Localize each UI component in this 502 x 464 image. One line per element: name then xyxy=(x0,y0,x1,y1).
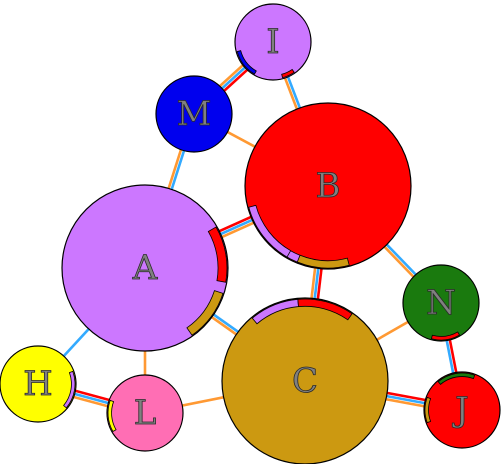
label-layer: I M B A N C H L J xyxy=(23,22,469,434)
node-label-c: C xyxy=(292,361,318,401)
rim-marker xyxy=(430,331,461,341)
node-label-a: A xyxy=(132,248,158,288)
node-label-m: M xyxy=(177,94,212,134)
rim-marker xyxy=(107,399,117,433)
node-label-b: B xyxy=(316,166,341,206)
node-label-l: L xyxy=(134,393,157,433)
rim-marker xyxy=(296,254,350,269)
rim-marker xyxy=(281,68,295,79)
node-a[interactable] xyxy=(61,184,229,352)
rim-marker xyxy=(424,396,432,424)
rim-marker xyxy=(186,290,224,336)
node-label-j: J xyxy=(452,390,469,430)
node-layer xyxy=(0,3,501,464)
rim-marker xyxy=(207,226,228,283)
node-c[interactable] xyxy=(221,297,389,464)
node-b[interactable] xyxy=(244,102,412,270)
rim-marker xyxy=(248,204,292,258)
rim-marker xyxy=(236,50,257,75)
node-label-i: I xyxy=(266,22,279,62)
node-label-h: H xyxy=(23,364,53,404)
node-j[interactable] xyxy=(423,371,501,449)
node-h[interactable] xyxy=(0,345,77,423)
node-label-n: N xyxy=(426,283,456,323)
marker-layer xyxy=(63,50,476,433)
node-n[interactable] xyxy=(402,264,480,342)
node-l[interactable] xyxy=(106,374,184,452)
node-i[interactable] xyxy=(234,3,312,81)
rim-marker xyxy=(297,298,353,321)
rim-marker xyxy=(63,370,76,409)
rim-marker xyxy=(437,372,476,385)
node-m[interactable] xyxy=(155,75,233,153)
